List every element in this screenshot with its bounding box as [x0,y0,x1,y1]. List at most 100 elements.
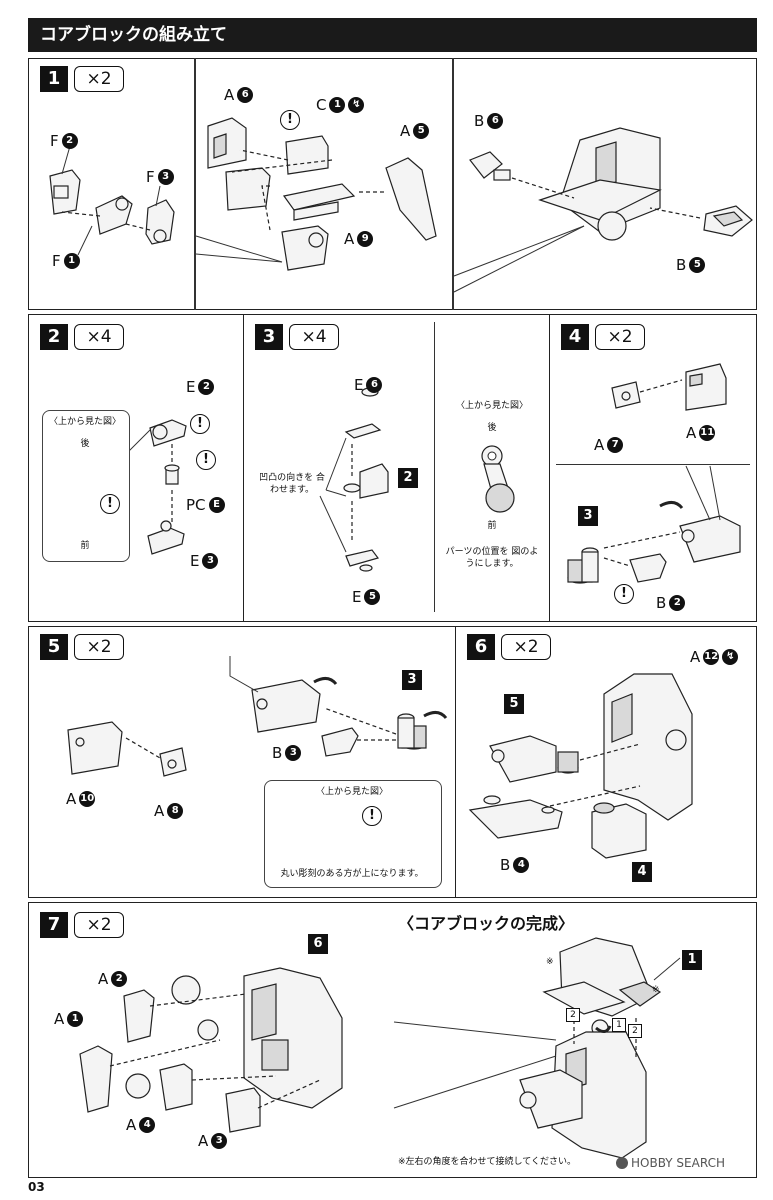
subassembly-3-step4 [567,547,599,584]
part-e5 [345,549,380,572]
caution-icon-step2-b: ! [196,450,216,470]
label-subassembly-3-step5: 3 [402,670,422,690]
step3-qty: ×4 [289,324,339,350]
part-core-body [225,167,329,271]
part-b3 [321,727,359,757]
front-label-step3: 前 [487,521,497,531]
detail-view-circle-b [125,1073,151,1099]
step1-divider-a [194,58,196,310]
subassembly-4 [591,802,647,859]
rotate-arrow-icon-complete [595,1025,612,1033]
caution-icon-step1: ! [280,110,300,130]
part-a2 [123,989,155,1043]
section-header: コアブロックの組み立て [28,18,757,52]
orientation-note: 丸い彫刻のある方が上になります。 [280,869,424,879]
subassembly-6 [197,967,343,1109]
step1-divider-b [452,58,454,310]
label-subassembly-5: 5 [504,694,524,714]
step5-number: 5 [40,634,68,660]
detail-view-circle-a [171,975,201,1005]
subassembly-2 [343,463,389,499]
part-b5 [703,205,753,237]
subassembly-5 [489,735,579,783]
step7-qty: ×2 [74,912,124,938]
part-e3 [147,520,185,555]
watermark-logo-icon [616,1157,628,1169]
part-a11-assembled [679,515,741,563]
section-title: コアブロックの組み立て [40,25,227,45]
top-view-callout-step2 [42,410,130,562]
part-b2 [629,553,667,583]
front-label-step2: 前 [80,541,90,551]
label-subassembly-2: 2 [398,468,418,488]
part-b4 [468,795,563,839]
part-b6 [469,151,511,181]
align-note: 凹凸の向きを 合わせます。 [259,473,325,495]
part-e6 [344,387,382,439]
reference-mark-a: ※ [546,957,554,967]
part-a10 [67,721,123,775]
part-a5 [385,157,437,241]
back-label-step2: 後 [80,439,90,449]
step2-qty: ×4 [74,324,124,350]
rotate-arrow-icon-step4 [659,501,684,510]
step4-qty: ×2 [595,324,645,350]
step6-panel [455,626,757,898]
step4-number: 4 [561,324,589,350]
step-mark-1: 1 [612,1018,626,1032]
back-label-step3: 後 [487,423,497,433]
part-a7 [611,381,641,409]
step-mark-2-right: 2 [628,1024,642,1038]
position-note: パーツの位置を 図のようにします。 [445,547,539,569]
part-a11 [685,363,727,411]
part-a8 [159,747,187,777]
complete-lower-body [519,1031,647,1159]
top-view-title-step2: 〈上から見た図〉 [48,417,121,427]
step7-number: 7 [40,912,68,938]
caution-icon-step2-top-view: ! [100,494,120,514]
label-subassembly-4: 4 [632,862,652,882]
step3-divider [434,322,435,612]
page-number: 03 [28,1180,45,1194]
complete-upper-part [542,937,662,1037]
cut-mark-icon-c1: ↯ [348,97,365,113]
part-c1 [285,135,329,175]
part-f3 [145,199,175,245]
top-view-title-step3: 〈上から見た図〉 [455,401,528,411]
part-a1 [79,1045,113,1113]
rotate-arrow-icon-step5a [313,677,338,686]
top-view-diagram-step3 [481,445,515,513]
part-e2 [149,419,187,447]
part-pc-e [164,464,180,485]
step6-number: 6 [467,634,495,660]
top-view-title-step5: 〈上から見た図〉 [315,787,388,797]
label-subassembly-1: 1 [682,950,702,970]
label-subassembly-3-step4: 3 [578,506,598,526]
step1-number: 1 [40,66,68,92]
step-mark-2-left: 2 [566,1008,580,1022]
watermark: HOBBY SEARCH [616,1156,725,1170]
connection-note: ※左右の角度を合わせて接続してください。 [398,1157,577,1167]
step7-panel [28,902,757,1178]
subassembly-3-step5 [397,713,427,750]
part-f1 [95,195,133,235]
part-a12-body [603,673,693,821]
